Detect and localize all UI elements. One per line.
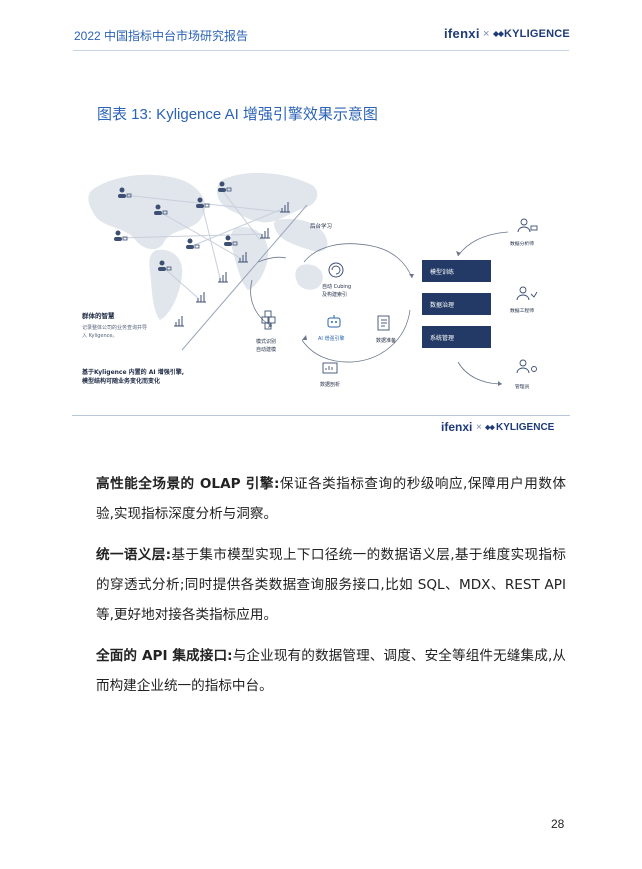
data-analyst-label: 数据分析师 bbox=[510, 240, 534, 247]
crowd-wisdom-note-1: 记录整体公司的业务查询并导 bbox=[82, 324, 147, 331]
kyligence-logo: KYLIGENCE bbox=[504, 28, 570, 40]
summary-line-2: 模型结构可随业务变化而变化 bbox=[82, 377, 160, 385]
auto-cubing-label: 自动 Cubing bbox=[322, 283, 351, 290]
bar-chart-icon bbox=[196, 292, 206, 303]
pattern-recognition-label-2: 自动建模 bbox=[256, 346, 276, 353]
paragraph-semantic-layer: 统一语义层:基于集市模型实现上下口径统一的数据语义层,基于维度实现指标的穿透式分… bbox=[96, 540, 566, 630]
figure-brand-separator: × bbox=[476, 422, 482, 433]
ai-engine-label: AI 增强引擎 bbox=[318, 335, 345, 342]
data-governance-box: 数据治理 bbox=[422, 293, 491, 315]
report-title: 2022 中国指标中台市场研究报告 bbox=[74, 29, 249, 43]
pattern-recognition-node bbox=[261, 310, 276, 330]
bar-chart-icon bbox=[280, 202, 290, 213]
paragraph-heading: 全面的 API 集成接口: bbox=[96, 648, 233, 664]
paragraph-heading: 统一语义层: bbox=[96, 547, 172, 563]
auto-cubing-label-2: 及构建索引 bbox=[322, 291, 347, 298]
cycle-arrows bbox=[250, 243, 413, 363]
administrator-label: 管理员 bbox=[515, 383, 530, 390]
bar-chart-icon bbox=[260, 228, 270, 239]
bar-chart-icon bbox=[238, 252, 248, 263]
diagonal-divider bbox=[181, 204, 308, 351]
pattern-recognition-label: 模式识别 bbox=[256, 338, 276, 345]
ai-engine-diagram: 群体的智慧 记录整体公司的业务查询并导 入 Kyligence。 基于Kylig… bbox=[81, 172, 538, 390]
auto-cubing-node: 自动 Cubing 及构建索引 bbox=[322, 262, 351, 298]
model-training-label: 模型训练 bbox=[430, 268, 454, 276]
data-profiling-node bbox=[322, 362, 338, 374]
user-icon bbox=[218, 181, 232, 192]
world-map bbox=[88, 172, 328, 320]
paragraph-text: 与企业现有的数据管理、调度、安全等组件无缝集成,从而构建企业统一的指标中台。 bbox=[96, 648, 566, 694]
ai-engine-node: AI 增强引擎 bbox=[318, 315, 345, 342]
paragraph-text: 保证各类指标查询的秒级响应,保障用户用数体验,实现指标深度分析与洞察。 bbox=[96, 476, 566, 522]
header-divider bbox=[73, 50, 569, 51]
data-governance-label: 数据治理 bbox=[430, 301, 454, 309]
system-management-box: 系统管理 bbox=[422, 326, 491, 348]
figure-caption: 图表 13: Kyligence AI 增强引擎效果示意图 bbox=[97, 106, 378, 123]
data-engineer-label: 数据工程师 bbox=[510, 307, 534, 314]
paragraph-olap-engine: 高性能全场景的 OLAP 引擎:保证各类指标查询的秒级响应,保障用户用数体验,实… bbox=[96, 469, 566, 529]
background-learning-label: 后台学习 bbox=[310, 222, 332, 230]
data-analyst-icon bbox=[517, 218, 538, 233]
data-prep-label: 数据准备 bbox=[376, 337, 396, 344]
kyligence-mark-icon bbox=[493, 31, 504, 37]
right-arrow-heads bbox=[456, 251, 502, 386]
user-icon bbox=[154, 204, 168, 215]
user-icon bbox=[118, 187, 132, 198]
user-icon bbox=[158, 260, 172, 271]
crowd-wisdom-title: 群体的智慧 bbox=[82, 311, 115, 320]
map-user-icons bbox=[119, 189, 283, 299]
administrator-icon bbox=[516, 359, 537, 374]
paragraph-api-integration: 全面的 API 集成接口:与企业现有的数据管理、调度、安全等组件无缝集成,从而构… bbox=[96, 641, 566, 701]
figure-kyligence-mark-icon bbox=[485, 424, 495, 431]
figure-kyligence-logo: KYLIGENCE bbox=[496, 422, 555, 433]
ifenxi-logo: ifenxi bbox=[444, 26, 480, 41]
crowd-wisdom-note-2: 入 Kyligence。 bbox=[82, 333, 118, 339]
paragraph-heading: 高性能全场景的 OLAP 引擎: bbox=[96, 476, 280, 492]
system-management-label: 系统管理 bbox=[430, 334, 454, 342]
page-header: 2022 中国指标中台市场研究报告 ifenxi × KYLIGENCE bbox=[0, 0, 642, 60]
figure-ifenxi-logo: ifenxi bbox=[441, 420, 473, 434]
user-icon bbox=[186, 238, 200, 249]
bar-chart-icons bbox=[174, 202, 290, 327]
figure-bottom-rule bbox=[72, 415, 570, 416]
paragraph-text: 基于集市模型实现上下口径统一的数据语义层,基于维度实现指标的穿透式分析;同时提供… bbox=[96, 547, 566, 623]
user-icon bbox=[196, 197, 210, 208]
page-number: 28 bbox=[551, 817, 565, 831]
bar-chart-icon bbox=[174, 316, 184, 327]
brand-separator: × bbox=[483, 28, 490, 40]
model-training-box: 模型训练 bbox=[422, 260, 491, 282]
data-profiling-label: 数据剖析 bbox=[320, 381, 340, 388]
arrow-heads bbox=[268, 274, 414, 340]
summary-line-1: 基于Kyligence 内置的 AI 增强引擎, bbox=[81, 368, 184, 376]
data-engineer-icon bbox=[516, 286, 538, 301]
user-icon-cluster bbox=[114, 181, 238, 271]
user-icon bbox=[224, 235, 238, 246]
data-prep-node bbox=[377, 315, 390, 331]
user-icon bbox=[114, 230, 128, 241]
bar-chart-icon bbox=[218, 272, 228, 283]
